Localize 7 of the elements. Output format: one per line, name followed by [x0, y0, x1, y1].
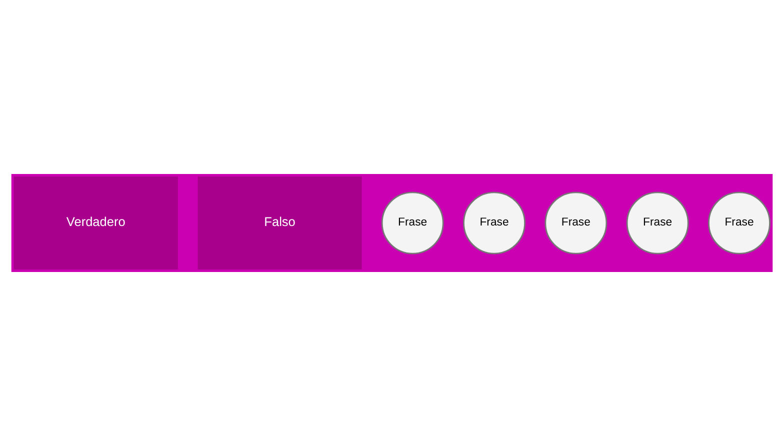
node-circle: Frase	[544, 192, 608, 254]
node-box: Falso	[198, 176, 362, 270]
node-circle: Frase	[381, 192, 444, 254]
node-box: Verdadero	[14, 176, 178, 270]
node-circle: Frase	[463, 192, 526, 254]
node-circle: Frase	[708, 192, 770, 254]
node-circle: Frase	[626, 192, 689, 254]
